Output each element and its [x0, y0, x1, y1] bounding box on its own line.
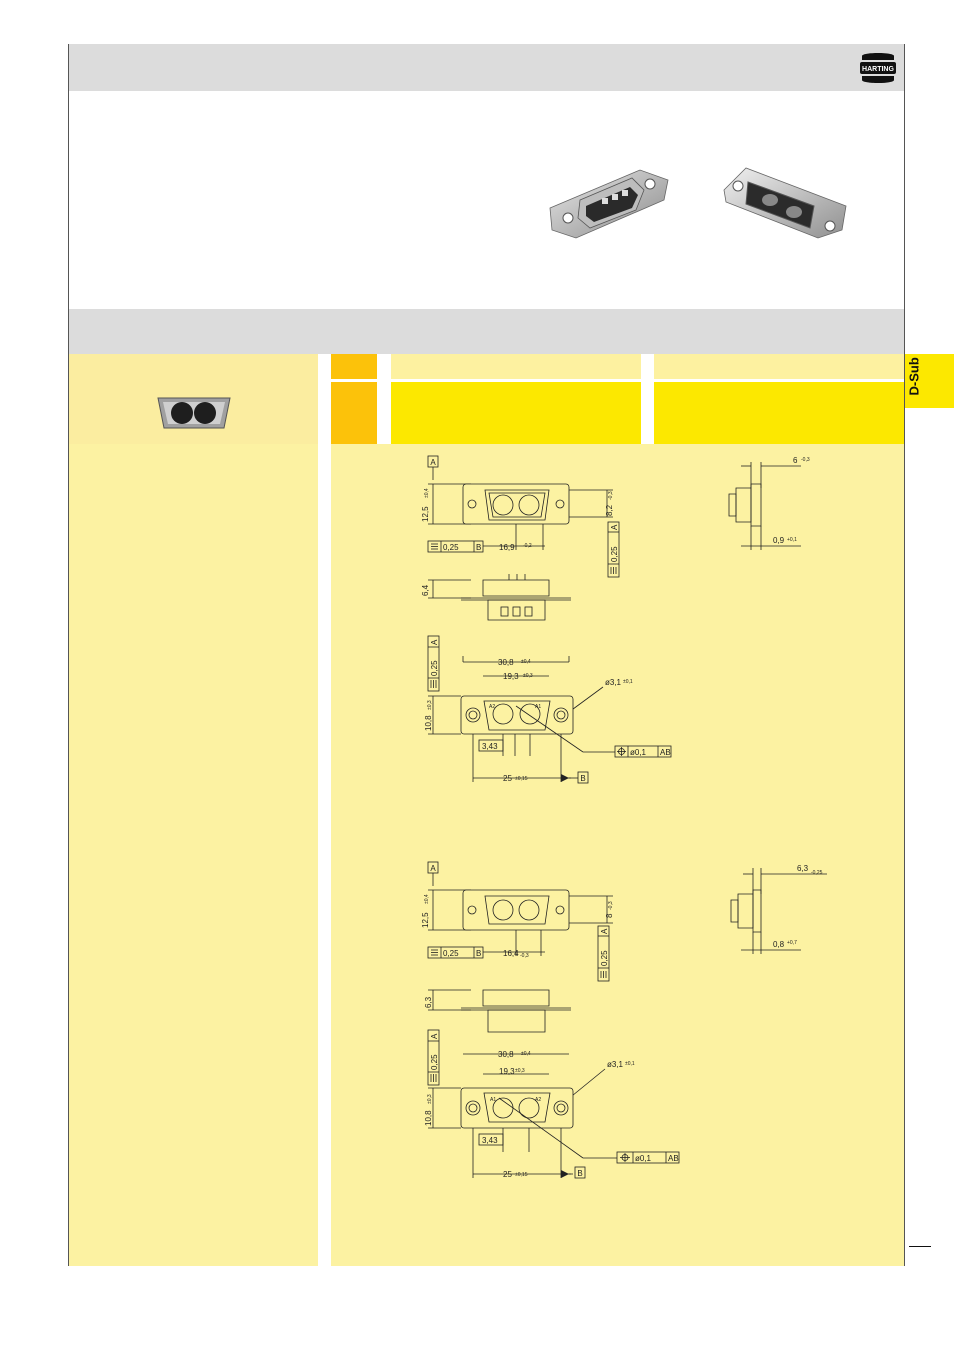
drawing-2-side-dim: 6,3: [424, 996, 433, 1008]
drawing-2-flatness-front: 0,25: [430, 1054, 439, 1070]
drawing-2-flatness-front-ref: A: [430, 1033, 439, 1039]
drawing-1-center-dim: 16,9: [499, 543, 515, 552]
drawing-2-datum-a: A: [430, 864, 436, 873]
technical-drawing-2: A 12,5 ±0,4 8 -0,3 0,25 B 16,4 -0,3 0,25…: [421, 861, 827, 1179]
drawing-1-shell-tol: ±0,3: [427, 700, 433, 710]
drawing-2-width-dim: 30,8: [498, 1050, 514, 1059]
drawing-2-position-ref: AB: [668, 1154, 679, 1163]
drawing-1-width-dim: 30,8: [498, 658, 514, 667]
column-header-1: [391, 354, 641, 379]
drawing-1-flatness-right-ref: A: [610, 524, 619, 530]
drawing-1-spacing: 3,43: [482, 742, 498, 751]
drawing-1-flatness-left: 0,25: [443, 543, 459, 552]
drawing-1-profile-top-tol: -0,3: [801, 457, 810, 463]
drawing-2-depth-dim: 8: [605, 913, 614, 918]
drawing-2-shell-tol: ±0,3: [427, 1094, 433, 1104]
column-subheader-2: [654, 382, 904, 444]
drawing-1-flatness-left-ref: B: [476, 543, 481, 552]
drawing-2-shell-height: 10,8: [424, 1110, 433, 1126]
section-bar: [69, 309, 904, 354]
drawing-1-contact-a1: A1: [535, 704, 541, 710]
drawing-2-height-dim: 12,5: [421, 912, 430, 928]
drawing-1-profile-bottom: 0,9: [773, 536, 785, 545]
drawing-1-width-tol: ±0,4: [521, 659, 531, 665]
right-frame-rule: [904, 44, 905, 1266]
drawing-2-spacing: 3,43: [482, 1136, 498, 1145]
drawing-1-mount-tol: ±0,15: [515, 776, 528, 782]
drawing-area: [331, 444, 904, 1266]
drawing-2-pitch-dim: 19,3: [499, 1067, 515, 1076]
drawing-1-profile-top: 6: [793, 456, 798, 465]
drawing-2-flatness-right-ref: A: [600, 928, 609, 934]
drawing-1-side-dim: 6,4: [421, 584, 430, 596]
logo-text: HARTING: [862, 66, 894, 73]
left-column-body: [69, 444, 318, 1266]
drawing-2-depth-tol: -0,3: [608, 901, 614, 910]
orange-marker-top: [331, 354, 377, 379]
drawing-1-pitch-dim: 19,3: [503, 672, 519, 681]
drawing-2-hole-dia: ø3,1: [607, 1060, 624, 1069]
drawing-1-depth-tol: -0,3: [608, 491, 614, 500]
drawing-2-datum-b: B: [577, 1169, 582, 1178]
product-photo-female: [723, 167, 847, 239]
column-header-2: [654, 354, 904, 379]
side-tab-label: D-Sub: [906, 357, 922, 396]
drawing-2-contact-a2: A2: [535, 1097, 541, 1103]
drawing-2-profile-top: 6,3: [797, 864, 809, 873]
left-frame-rule: [68, 44, 69, 1266]
harting-logo: HARTING: [858, 50, 898, 86]
header-bar: [69, 44, 904, 91]
drawing-1-hole-dia: ø3,1: [605, 678, 622, 687]
drawing-1-center-tol: -0,2: [523, 543, 532, 549]
drawing-1-profile-bottom-tol: +0,1: [787, 537, 797, 543]
drawing-2-profile-bottom-tol: +0,7: [787, 940, 797, 946]
harting-logo-icon: HARTING: [860, 53, 896, 83]
drawing-2-hole-tol: ±0,1: [625, 1061, 635, 1067]
drawing-1-flatness-right: 0,25: [610, 546, 619, 562]
drawing-2-contact-a1: A1: [490, 1097, 496, 1103]
drawing-1-depth-dim: 8,2: [605, 504, 614, 516]
drawing-1-flatness-front: 0,25: [430, 660, 439, 676]
drawing-1-datum-a: A: [430, 458, 436, 467]
drawing-1-position-tol: ø0,1: [630, 748, 647, 757]
drawing-2-height-tol: ±0,4: [424, 894, 430, 904]
drawing-1-shell-height: 10,8: [424, 715, 433, 731]
drawing-1-hole-tol: ±0,1: [623, 679, 633, 685]
drawing-2-mount-tol: ±0,15: [515, 1172, 528, 1178]
drawing-2-position-tol: ø0,1: [635, 1154, 652, 1163]
column-subheader-1: [391, 382, 641, 444]
contact-layout-icon: [157, 397, 231, 429]
drawing-2-flatness-left-ref: B: [476, 949, 481, 958]
drawing-1-position-ref: AB: [660, 748, 671, 757]
product-photo-male: [549, 169, 669, 239]
drawing-1-datum-b: B: [580, 774, 585, 783]
technical-drawing-1: A 12,5 ±0,4 8,2 -0,3 0,25 B 16,9 -0,2 0,…: [421, 455, 810, 784]
drawing-2-center-tol: -0,3: [520, 953, 529, 959]
drawing-1-height-tol: ±0,4: [424, 488, 430, 498]
drawing-1-pitch-tol: ±0,3: [523, 673, 533, 679]
page-number-rule: [909, 1246, 931, 1247]
orange-marker-bottom: [331, 382, 377, 444]
drawing-2-width-tol: ±0,4: [521, 1051, 531, 1057]
column-gap: [318, 354, 331, 1266]
drawing-1-height-dim: 12,5: [421, 506, 430, 522]
drawing-2-profile-top-tol: -0,25: [811, 870, 823, 876]
drawing-1-contact-a2: A2: [489, 704, 495, 710]
drawing-1-flatness-front-ref: A: [430, 639, 439, 645]
drawing-2-mount-dim: 25: [503, 1170, 512, 1179]
drawing-2-center-dim: 16,4: [503, 949, 519, 958]
side-tab: D-Sub: [905, 354, 954, 408]
drawing-2-flatness-right: 0,25: [600, 950, 609, 966]
drawing-2-flatness-left: 0,25: [443, 949, 459, 958]
drawing-2-pitch-tol: ±0,3: [515, 1068, 525, 1074]
drawing-2-profile-bottom: 0,8: [773, 940, 785, 949]
drawing-1-mount-dim: 25: [503, 774, 512, 783]
